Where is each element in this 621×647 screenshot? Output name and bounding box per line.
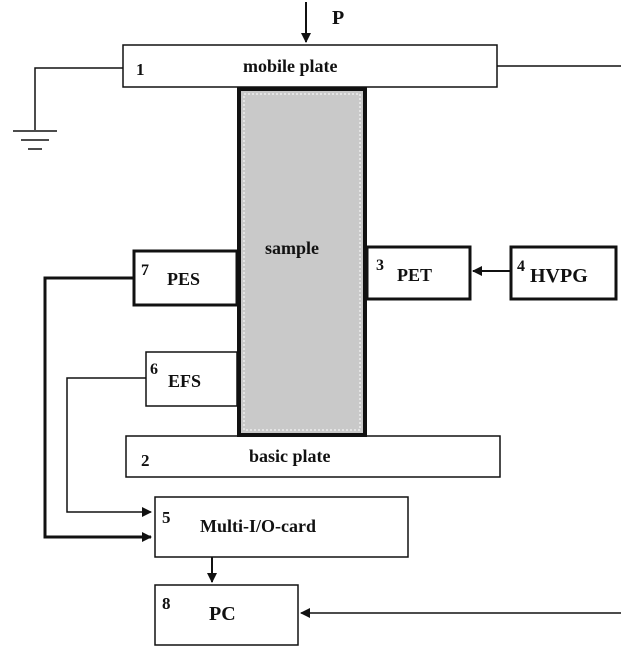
hvpg-number: 4 <box>517 258 525 275</box>
multi-io-card-box <box>154 496 409 558</box>
sample-block <box>237 87 367 437</box>
mobile-plate-number: 1 <box>136 60 145 79</box>
ground-wire <box>34 67 123 130</box>
pc-number: 8 <box>162 594 171 613</box>
hvpg-label: HVPG <box>530 265 588 287</box>
efs-number: 6 <box>150 361 158 378</box>
efs-label: EFS <box>168 371 201 391</box>
basic-plate-number: 2 <box>141 451 150 470</box>
sample-inner-border <box>243 93 361 431</box>
pes-number: 7 <box>141 262 149 279</box>
basic-plate <box>125 435 501 478</box>
pes-to-multi-io-wire <box>43 276 152 542</box>
pet-number: 3 <box>376 257 384 274</box>
pes-box <box>132 249 239 307</box>
mobile-plate-label: mobile plate <box>243 56 338 76</box>
pc-box <box>154 584 299 646</box>
sample-label: sample <box>265 238 319 258</box>
basic-plate-label: basic plate <box>249 446 331 466</box>
pes-label: PES <box>167 269 200 289</box>
force-label: P <box>332 7 344 29</box>
hvpg-box <box>509 245 618 301</box>
multi-io-number: 5 <box>162 508 171 527</box>
efs-box <box>145 351 238 407</box>
multi-io-label: Multi-I/O-card <box>200 516 316 536</box>
pet-label: PET <box>397 265 432 285</box>
efs-to-multi-io-wire <box>66 377 152 517</box>
pet-box <box>365 245 472 301</box>
pc-label: PC <box>209 603 236 625</box>
ground-symbol-icon <box>13 130 57 150</box>
